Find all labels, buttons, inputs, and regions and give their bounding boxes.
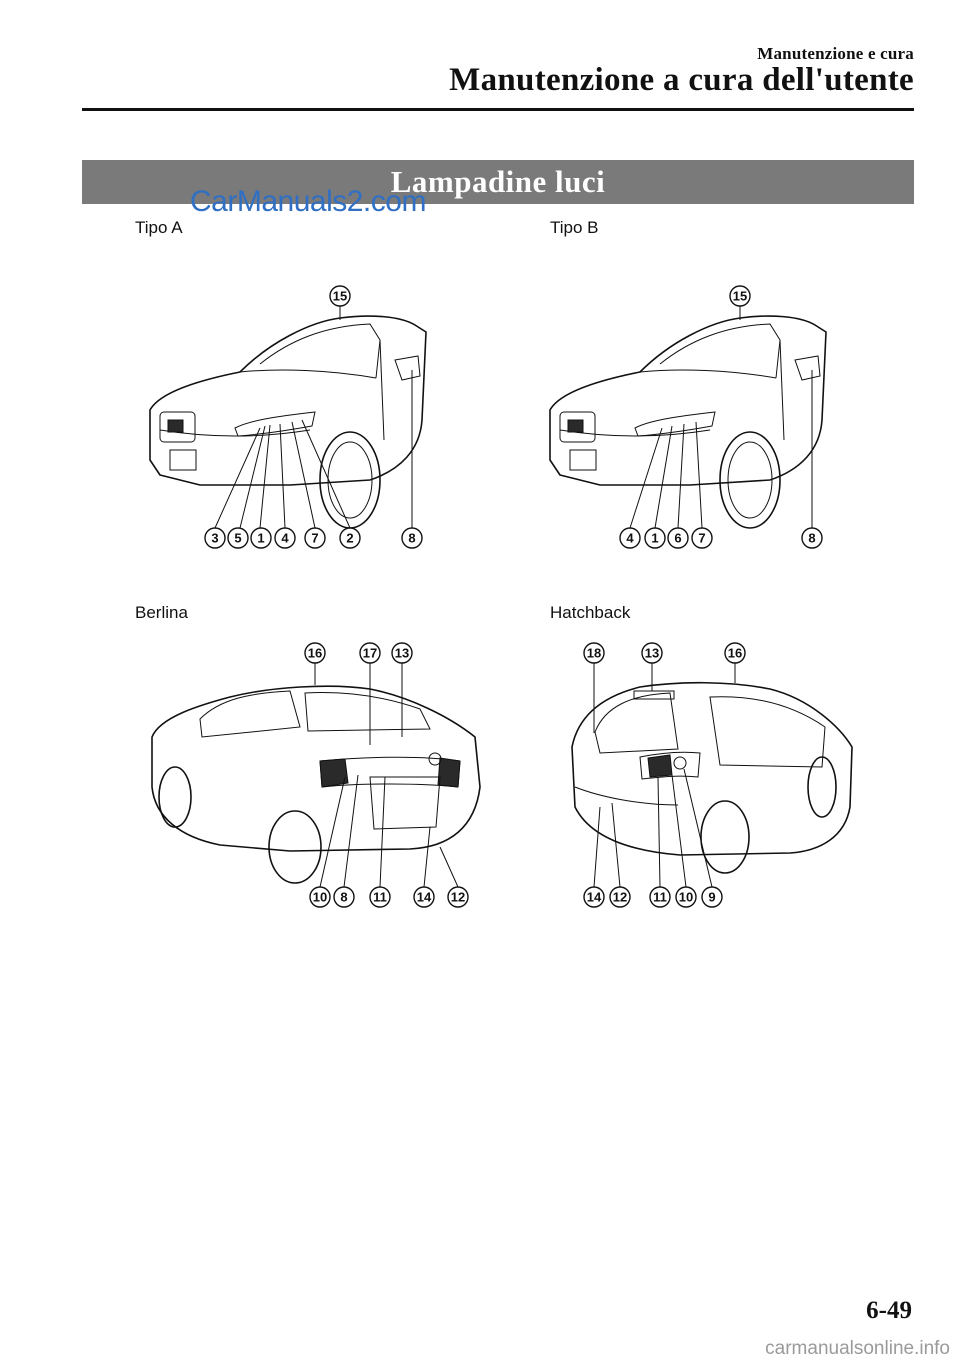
svg-text:14: 14 bbox=[417, 890, 432, 905]
callout-12: 12 bbox=[609, 886, 631, 908]
caption-tipo-b: Tipo B bbox=[550, 218, 599, 237]
svg-text:18: 18 bbox=[587, 646, 601, 661]
callout-18: 18 bbox=[583, 642, 605, 664]
car-front-drawing bbox=[149, 315, 427, 529]
callout-4: 4 bbox=[274, 527, 296, 549]
caption-tipo-a: Tipo A bbox=[135, 218, 183, 237]
callout-15: 15 bbox=[729, 285, 751, 307]
svg-text:11: 11 bbox=[653, 890, 667, 905]
svg-text:8: 8 bbox=[808, 531, 815, 546]
svg-text:12: 12 bbox=[451, 890, 465, 905]
section-banner: Lampadine luci bbox=[82, 160, 914, 204]
callout-1: 1 bbox=[644, 527, 666, 549]
header-section-title: Manutenzione e cura bbox=[757, 44, 914, 63]
callout-14: 14 bbox=[583, 886, 605, 908]
callout-7: 7 bbox=[691, 527, 713, 549]
svg-text:4: 4 bbox=[626, 531, 634, 546]
svg-text:4: 4 bbox=[281, 531, 289, 546]
svg-text:15: 15 bbox=[733, 289, 747, 304]
callout-13: 13 bbox=[641, 642, 663, 664]
svg-text:14: 14 bbox=[587, 890, 602, 905]
figure-front-tipo-a: 15 3 5 1 4 7 2 8 bbox=[140, 280, 440, 555]
callout-10: 10 bbox=[675, 886, 697, 908]
callout-11: 11 bbox=[649, 886, 671, 908]
callout-12: 12 bbox=[447, 886, 469, 908]
callout-11: 11 bbox=[369, 886, 391, 908]
callout-3: 3 bbox=[204, 527, 226, 549]
svg-text:11: 11 bbox=[373, 890, 387, 905]
svg-text:7: 7 bbox=[698, 531, 705, 546]
footer-url: carmanualsonline.info bbox=[765, 1338, 950, 1359]
svg-text:12: 12 bbox=[613, 890, 627, 905]
svg-text:17: 17 bbox=[363, 646, 377, 661]
svg-text:16: 16 bbox=[308, 646, 322, 661]
svg-text:13: 13 bbox=[395, 646, 409, 661]
car-rear-sedan-drawing bbox=[151, 685, 481, 884]
figure-rear-hatchback: 18 13 16 14 12 11 10 9 bbox=[560, 637, 860, 917]
caption-berlina: Berlina bbox=[135, 603, 188, 622]
svg-text:10: 10 bbox=[679, 890, 693, 905]
callout-8: 8 bbox=[801, 527, 823, 549]
callout-2: 2 bbox=[339, 527, 361, 549]
svg-text:2: 2 bbox=[346, 531, 353, 546]
car-front-drawing bbox=[549, 315, 827, 529]
callout-16: 16 bbox=[724, 642, 746, 664]
figure-front-tipo-b: 15 4 1 6 7 8 bbox=[540, 280, 840, 555]
callout-14: 14 bbox=[413, 886, 435, 908]
svg-text:8: 8 bbox=[408, 531, 415, 546]
figure-rear-berlina: 16 17 13 10 8 11 14 12 bbox=[140, 637, 490, 917]
svg-text:7: 7 bbox=[311, 531, 318, 546]
svg-text:6: 6 bbox=[674, 531, 681, 546]
callout-16: 16 bbox=[304, 642, 326, 664]
callout-8: 8 bbox=[333, 886, 355, 908]
svg-text:5: 5 bbox=[234, 531, 241, 546]
svg-text:8: 8 bbox=[340, 890, 347, 905]
callout-13: 13 bbox=[391, 642, 413, 664]
svg-text:15: 15 bbox=[333, 289, 347, 304]
callout-6: 6 bbox=[667, 527, 689, 549]
svg-text:9: 9 bbox=[708, 890, 715, 905]
callout-8: 8 bbox=[401, 527, 423, 549]
callout-4: 4 bbox=[619, 527, 641, 549]
callout-17: 17 bbox=[359, 642, 381, 664]
callout-5: 5 bbox=[227, 527, 249, 549]
callout-1: 1 bbox=[250, 527, 272, 549]
callout-7: 7 bbox=[304, 527, 326, 549]
callout-10: 10 bbox=[309, 886, 331, 908]
car-rear-hatchback-drawing bbox=[571, 681, 853, 874]
page-number: 6-49 bbox=[866, 1297, 912, 1324]
caption-hatchback: Hatchback bbox=[550, 603, 631, 622]
svg-text:13: 13 bbox=[645, 646, 659, 661]
callout-9: 9 bbox=[701, 886, 723, 908]
header-page-title: Manutenzione a cura dell'utente bbox=[449, 62, 914, 98]
svg-text:10: 10 bbox=[313, 890, 327, 905]
svg-text:16: 16 bbox=[728, 646, 742, 661]
svg-text:3: 3 bbox=[211, 531, 218, 546]
watermark: CarManuals2.com bbox=[190, 185, 426, 218]
callout-15: 15 bbox=[329, 285, 351, 307]
header-divider bbox=[82, 108, 914, 111]
svg-text:1: 1 bbox=[257, 531, 264, 546]
svg-text:1: 1 bbox=[651, 531, 658, 546]
